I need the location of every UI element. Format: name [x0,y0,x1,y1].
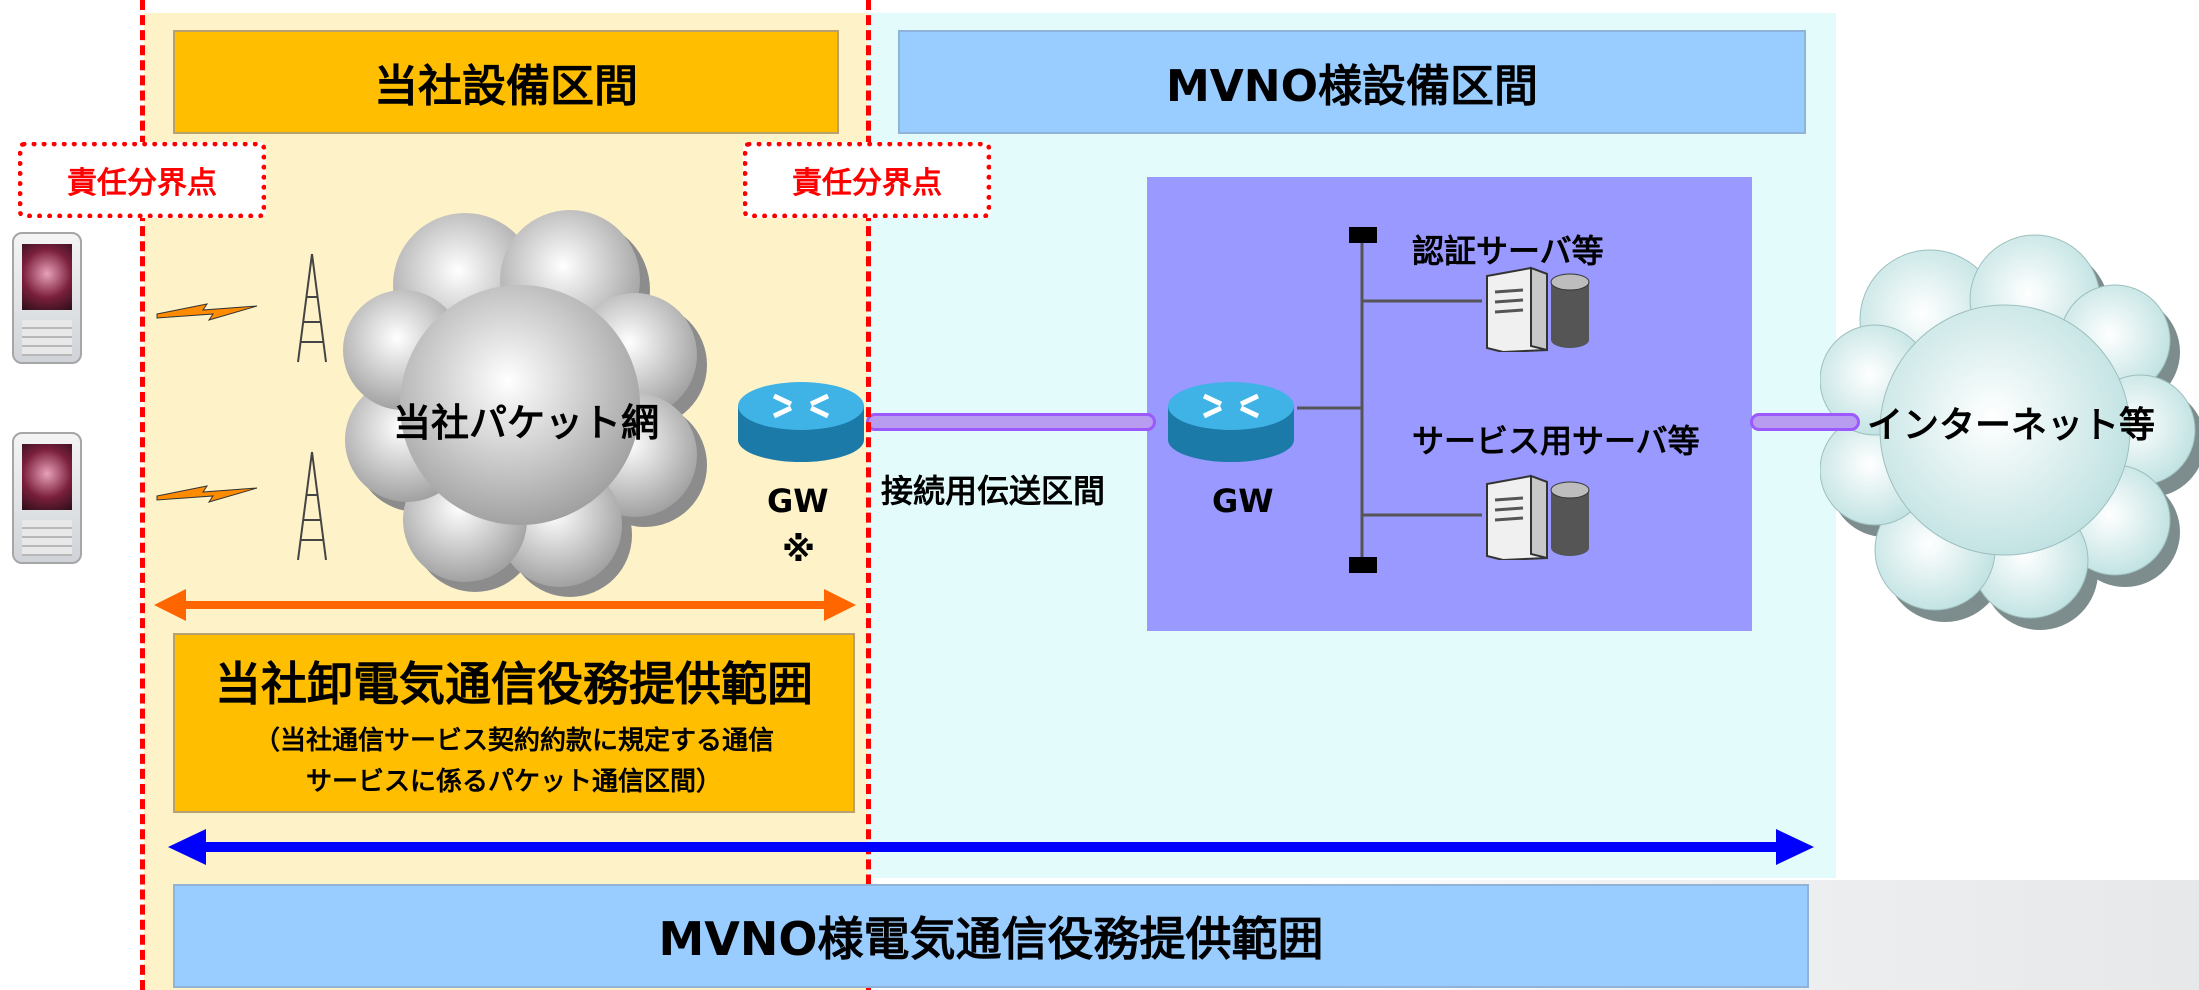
company-section-header: 当社設備区間 [173,30,839,134]
gw-note-mark: ※ [782,530,816,570]
internet-link-line [1750,413,1860,431]
mobile-phone-icon [12,432,82,564]
company-gw-label: GW [767,482,829,520]
lightning-icon [156,303,258,321]
service-server-icon [1486,474,1590,560]
server-network-bus [1297,227,1482,573]
transmission-section-label: 接続用伝送区間 [881,472,1106,510]
mobile-phone-icon [12,232,82,364]
internet-label: インターネット等 [1867,405,2156,446]
right-boundary-line [866,0,871,990]
company-service-range-box: 当社卸電気通信役務提供範囲 （当社通信サービス契約約款に規定する通信 サービスに… [173,633,855,813]
packet-network-cloud-icon [343,210,707,597]
mvno-service-range-box: MVNO様電気通信役務提供範囲 [173,884,1809,988]
company-service-range-title: 当社卸電気通信役務提供範囲 [215,657,813,711]
packet-network-label: 当社パケット網 [393,401,660,445]
antenna-tower-icon [297,253,327,363]
service-server-label: サービス用サーバ等 [1412,422,1700,460]
lightning-icon [156,485,258,503]
auth-server-label: 認証サーバ等 [1412,232,1604,270]
company-service-range-note-2: サービスに係るパケット通信区間） [305,767,722,797]
internet-cloud-icon [1820,234,2199,630]
mvno-range-arrow [168,829,1814,865]
right-boundary-point-label: 責任分界点 [743,142,991,218]
mvno-gw-router-icon [1168,382,1294,462]
company-service-range-note-1: （当社通信サービス契約約款に規定する通信 [253,726,774,756]
transmission-line [866,413,1156,431]
left-boundary-point-label: 責任分界点 [18,142,266,218]
mvno-section-header: MVNO様設備区間 [898,30,1806,134]
auth-server-icon [1486,266,1590,352]
company-gw-router-icon [738,382,864,462]
left-boundary-line [140,0,145,990]
antenna-tower-icon [297,451,327,561]
company-range-arrow [154,589,856,621]
mvno-gw-label: GW [1212,482,1274,520]
